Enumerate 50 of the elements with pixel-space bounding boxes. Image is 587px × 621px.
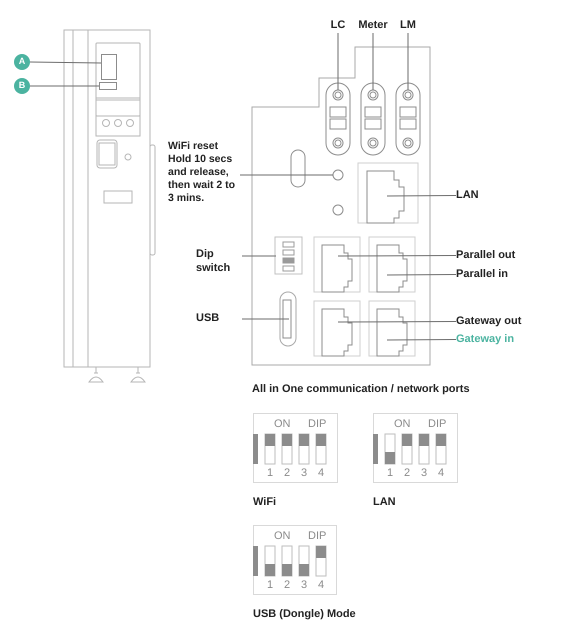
leader-line	[386, 339, 456, 340]
section-heading: All in One communication / network ports	[252, 384, 470, 395]
connector-socket	[99, 82, 117, 90]
switch-number: 1	[266, 468, 274, 479]
leader-line	[242, 318, 290, 320]
dip-label: DIP	[308, 531, 326, 542]
switch-number: 4	[316, 468, 326, 479]
switch-number: 1	[386, 468, 394, 479]
port-label: Gateway out	[456, 314, 556, 328]
dip-switch-panel	[253, 525, 337, 595]
leader-line	[372, 32, 374, 90]
on-label: ON	[274, 419, 290, 430]
note-heading: WiFi reset	[168, 140, 220, 153]
switch-number: 2	[282, 580, 292, 591]
port-label: USB	[196, 311, 242, 325]
mode-caption: WiFi	[253, 497, 276, 508]
dip-switch-panel	[373, 413, 458, 483]
callout-badge: B	[14, 78, 30, 94]
leader-line	[386, 274, 456, 276]
leader-line	[240, 174, 334, 176]
port-label: LM	[397, 18, 419, 32]
instruction-note: Hold 10 secs and release, then wait 2 to 3 mins.	[168, 153, 236, 205]
port-label: Parallel out	[456, 248, 540, 262]
callout-badge: A	[14, 54, 30, 70]
switch-number: 3	[420, 468, 428, 479]
switch-number: 3	[300, 468, 308, 479]
port-label: LC	[327, 18, 349, 32]
switch-number: 1	[266, 580, 274, 591]
dip-label: DIP	[308, 419, 326, 430]
leader-line	[338, 255, 456, 256]
on-label: ON	[274, 531, 290, 542]
mode-caption: USB (Dongle) Mode	[253, 609, 356, 620]
switch-number: 2	[282, 468, 292, 479]
port-label: Meter	[356, 18, 390, 32]
switch-number: 4	[436, 468, 446, 479]
leader-line	[386, 195, 456, 196]
switch-number: 2	[402, 468, 412, 479]
port-label: LAN	[456, 188, 486, 202]
port-label: Gateway in	[456, 332, 556, 346]
dip-label: DIP	[428, 419, 446, 430]
mode-caption: LAN	[373, 497, 396, 508]
leader-line	[338, 321, 456, 322]
dip-switch-panel	[253, 413, 338, 483]
port-label: Parallel in	[456, 267, 540, 281]
terminal-block	[101, 54, 117, 80]
switch-number: 3	[300, 580, 308, 591]
port-label: Dip switch	[196, 247, 242, 275]
on-label: ON	[394, 419, 410, 430]
switch-number: 4	[316, 580, 326, 591]
leader-line	[30, 62, 102, 64]
